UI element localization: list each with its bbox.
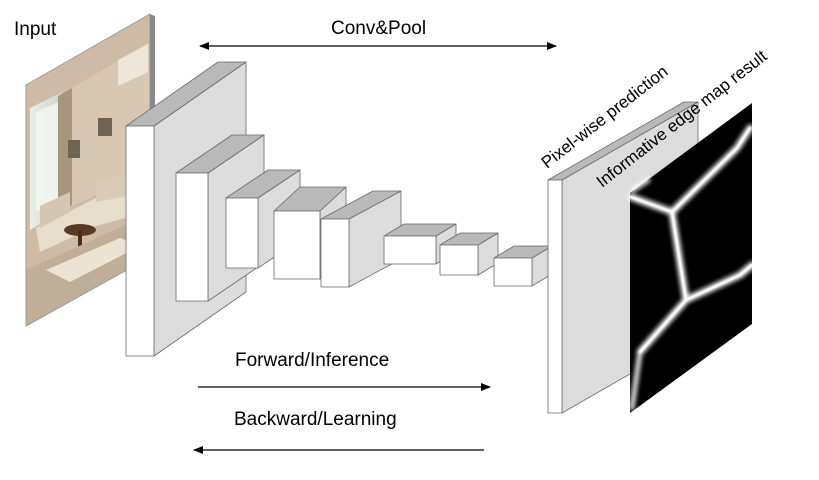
input-label: Input xyxy=(14,19,57,40)
backward-learning-label: Backward/Learning xyxy=(234,409,397,430)
block-conv2-front xyxy=(175,172,209,302)
block-pool2 xyxy=(439,232,499,276)
block-pool3 xyxy=(493,245,553,287)
block-conv3-front xyxy=(225,197,259,269)
edge-map-image xyxy=(627,103,756,413)
block-pool2-front xyxy=(439,244,479,276)
block-pool1-front xyxy=(383,235,437,265)
block-pool3-front xyxy=(493,257,533,287)
forward-inference-label: Forward/Inference xyxy=(235,350,389,371)
block-conv5-front xyxy=(320,218,350,288)
block-conv4-front xyxy=(273,210,321,280)
conv-pool-label: Conv&Pool xyxy=(331,18,426,39)
block-prediction-front xyxy=(547,179,563,414)
block-conv1-front xyxy=(125,125,155,357)
